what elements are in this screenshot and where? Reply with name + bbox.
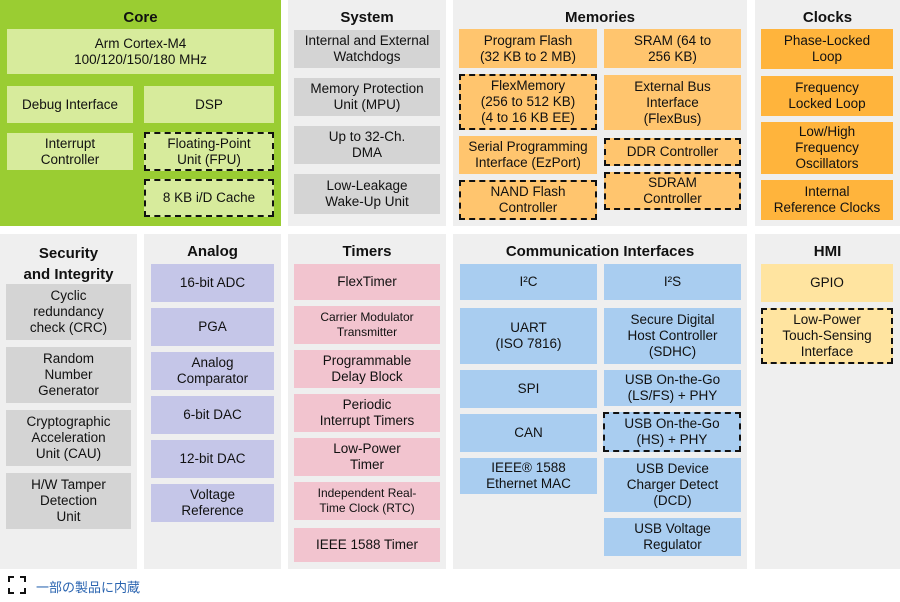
llwu-block: Low-Leakage Wake-Up Unit — [294, 174, 440, 214]
pga-block: PGA — [151, 308, 274, 346]
ddr-controller-block: DDR Controller — [604, 138, 741, 166]
timers-title: Timers — [342, 243, 392, 260]
lptimer-block: Low-Power Timer — [294, 438, 440, 476]
comparator-block: Analog Comparator — [151, 352, 274, 390]
dcd-block: USB Device Charger Detect (DCD) — [604, 458, 741, 512]
sdram-controller-block: SDRAM Controller — [604, 172, 741, 210]
vref-block: Voltage Reference — [151, 484, 274, 522]
legend-text: 一部の製品に内蔵 — [36, 580, 141, 595]
analog-panel: Analog 16-bit ADC PGA Analog Comparator … — [144, 234, 281, 569]
ethernet-block: IEEE® 1588 Ethernet MAC — [460, 458, 597, 494]
fpu-block: Floating-Point Unit (FPU) — [144, 132, 274, 171]
usb-otg-ls-block: USB On-the-Go (LS/FS) + PHY — [604, 370, 741, 406]
i2c-block: I²C — [460, 264, 597, 300]
hmi-panel: HMI GPIO Low-Power Touch-Sensing Interfa… — [755, 234, 900, 569]
flexbus-block: External Bus Interface (FlexBus) — [604, 75, 741, 130]
cmt-block: Carrier Modulator Transmitter — [294, 306, 440, 344]
flexmemory-block: FlexMemory (256 to 512 KB) (4 to 16 KB E… — [459, 74, 597, 130]
watchdogs-block: Internal and External Watchdogs — [294, 30, 440, 68]
rng-block: Random Number Generator — [6, 347, 131, 403]
usb-vreg-block: USB Voltage Regulator — [604, 518, 741, 556]
sdhc-block: Secure Digital Host Controller (SDHC) — [604, 308, 741, 364]
dma-block: Up to 32-Ch. DMA — [294, 126, 440, 164]
core-title: Core — [123, 9, 158, 26]
dac12-block: 12-bit DAC — [151, 440, 274, 478]
comm-panel: Communication Interfaces I²C I²S UART (I… — [453, 234, 747, 569]
dashed-legend-swatch — [8, 576, 26, 594]
flextimer-block: FlexTimer — [294, 264, 440, 300]
program-flash-block: Program Flash (32 KB to 2 MB) — [459, 29, 597, 68]
ieee-timer-block: IEEE 1588 Timer — [294, 528, 440, 562]
tsi-block: Low-Power Touch-Sensing Interface — [761, 308, 893, 364]
sram-block: SRAM (64 to 256 KB) — [604, 29, 741, 68]
gpio-block: GPIO — [761, 264, 893, 302]
pdb-block: Programmable Delay Block — [294, 350, 440, 388]
analog-title: Analog — [187, 243, 238, 260]
system-title: System — [340, 9, 394, 26]
tamper-block: H/W Tamper Detection Unit — [6, 473, 131, 529]
fll-block: Frequency Locked Loop — [761, 76, 893, 116]
uart-block: UART (ISO 7816) — [460, 308, 597, 364]
comm-title: Communication Interfaces — [505, 243, 695, 260]
interrupt-controller-block: Interrupt Controller — [7, 133, 133, 170]
irc-block: Internal Reference Clocks — [761, 180, 893, 220]
nand-flash-block: NAND Flash Controller — [459, 180, 597, 220]
system-panel: System Internal and External Watchdogs M… — [288, 0, 446, 226]
cau-block: Cryptographic Acceleration Unit (CAU) — [6, 410, 131, 466]
usb-otg-hs-block: USB On-the-Go (HS) + PHY — [603, 412, 741, 452]
dac6-block: 6-bit DAC — [151, 396, 274, 434]
core-panel: Core Arm Cortex-M4 100/120/150/180 MHz D… — [0, 0, 281, 226]
clocks-panel: Clocks Phase-Locked Loop Frequency Locke… — [755, 0, 900, 226]
pll-block: Phase-Locked Loop — [761, 29, 893, 69]
spi-block: SPI — [460, 370, 597, 408]
dsp-block: DSP — [144, 86, 274, 123]
security-title: Security and Integrity — [23, 245, 114, 283]
hmi-title: HMI — [813, 243, 842, 260]
can-block: CAN — [460, 414, 597, 452]
ezport-block: Serial Programming Interface (EzPort) — [459, 136, 597, 174]
rtc-block: Independent Real- Time Clock (RTC) — [294, 482, 440, 520]
adc-block: 16-bit ADC — [151, 264, 274, 302]
memories-panel: Memories Program Flash (32 KB to 2 MB) S… — [453, 0, 747, 226]
i2s-block: I²S — [604, 264, 741, 300]
timers-panel: Timers FlexTimer Carrier Modulator Trans… — [288, 234, 446, 569]
clocks-title: Clocks — [802, 9, 853, 26]
debug-interface-block: Debug Interface — [7, 86, 133, 123]
crc-block: Cyclic redundancy check (CRC) — [6, 284, 131, 340]
security-panel: Security and Integrity Cyclic redundancy… — [0, 234, 137, 569]
oscillators-block: Low/High Frequency Oscillators — [761, 122, 893, 174]
pit-block: Periodic Interrupt Timers — [294, 394, 440, 432]
mpu-block: Memory Protection Unit (MPU) — [294, 78, 440, 116]
cache-block: 8 KB i/D Cache — [144, 179, 274, 217]
memories-title: Memories — [564, 9, 636, 26]
arm-cortex-block: Arm Cortex-M4 100/120/150/180 MHz — [7, 29, 274, 74]
